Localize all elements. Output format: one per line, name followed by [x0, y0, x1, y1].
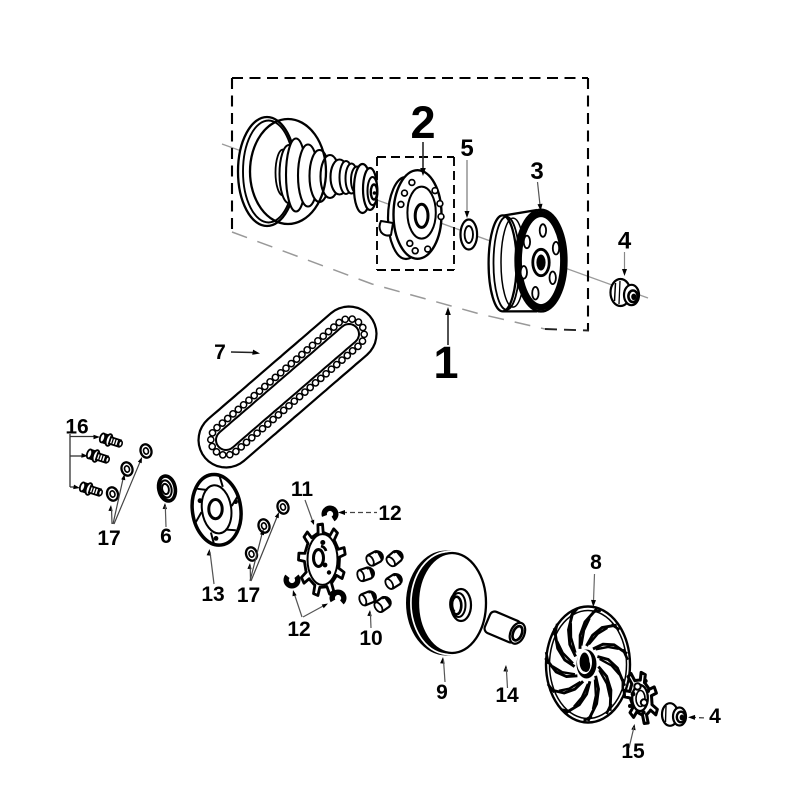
svg-text:12: 12 — [378, 502, 401, 525]
svg-text:14: 14 — [495, 684, 519, 707]
svg-text:8: 8 — [590, 551, 602, 574]
svg-text:17: 17 — [237, 584, 260, 607]
svg-text:9: 9 — [436, 681, 448, 704]
svg-text:15: 15 — [621, 740, 645, 763]
svg-text:4: 4 — [709, 705, 721, 728]
svg-text:12: 12 — [287, 618, 310, 641]
svg-text:7: 7 — [214, 341, 226, 364]
svg-text:5: 5 — [460, 135, 473, 162]
svg-text:4: 4 — [618, 228, 632, 255]
svg-text:11: 11 — [291, 478, 314, 501]
svg-text:10: 10 — [359, 627, 382, 650]
svg-text:2: 2 — [410, 97, 435, 148]
svg-text:13: 13 — [201, 583, 224, 606]
svg-text:6: 6 — [160, 525, 172, 548]
svg-text:3: 3 — [530, 158, 543, 185]
svg-text:16: 16 — [65, 416, 88, 439]
svg-text:1: 1 — [433, 337, 458, 388]
svg-text:17: 17 — [97, 527, 120, 550]
